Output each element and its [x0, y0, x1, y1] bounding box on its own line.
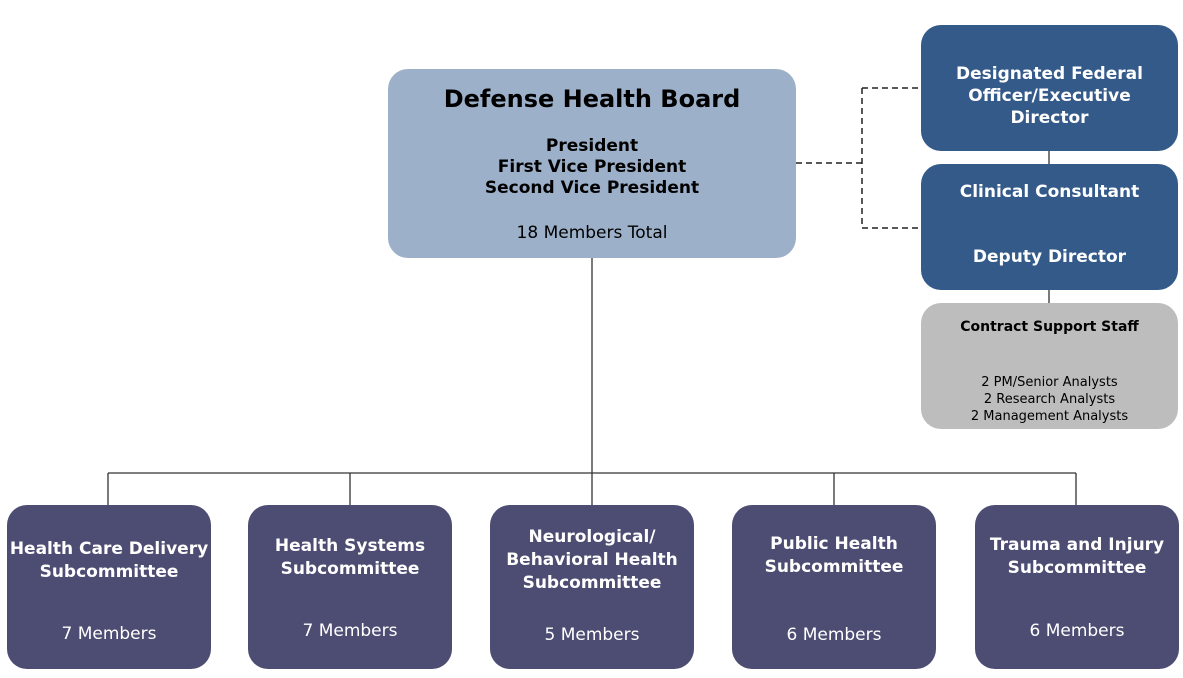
deputy-director-label: Deputy Director — [972, 247, 1127, 267]
dfo-line-1: Designated Federal — [956, 64, 1143, 84]
subcommittee-trauma-and-injury: Trauma and Injury Subcommittee 6 Members — [975, 505, 1179, 669]
subcommittee-members: 6 Members — [786, 625, 882, 645]
dashed-connector — [796, 87, 921, 229]
contract-role-2: 2 Research Analysts — [983, 392, 1116, 407]
contract-support-title: Contract Support Staff — [960, 319, 1139, 335]
subcommittee-public-health: Public Health Subcommittee 6 Members — [732, 505, 936, 669]
clinical-consultant-label: Clinical Consultant — [959, 182, 1140, 202]
contract-support-staff-box: Contract Support Staff 2 PM/Senior Analy… — [921, 303, 1178, 429]
board-officers: President First Vice President Second Vi… — [388, 136, 796, 199]
subcommittee-members: 5 Members — [544, 625, 640, 645]
subcommittee-name: Trauma and Injury Subcommittee — [989, 535, 1165, 578]
contract-support-roles: 2 PM/Senior Analysts 2 Research Analysts… — [921, 374, 1178, 425]
officer-second-vice-president: Second Vice President — [484, 178, 700, 198]
dfo-title: Designated Federal Officer/Executive Dir… — [921, 63, 1178, 129]
subcommittee-name: Public Health Subcommittee — [764, 534, 904, 577]
designated-federal-officer-box: Designated Federal Officer/Executive Dir… — [921, 25, 1178, 151]
officer-first-vice-president: First Vice President — [497, 157, 687, 177]
subcommittee-health-systems: Health Systems Subcommittee 7 Members — [248, 505, 452, 669]
subcommittee-neurological-behavioral-health: Neurological/ Behavioral Health Subcommi… — [490, 505, 694, 669]
officer-president: President — [545, 136, 639, 156]
contract-role-3: 2 Management Analysts — [970, 409, 1129, 424]
subcommittee-name: Health Systems Subcommittee — [274, 536, 426, 579]
deputy-director-box: Clinical Consultant Deputy Director — [921, 164, 1178, 290]
dfo-line-2: Officer/Executive — [968, 86, 1131, 106]
subcommittee-name: Health Care Delivery Subcommittee — [9, 539, 209, 582]
defense-health-board-box: Defense Health Board President First Vic… — [388, 69, 796, 258]
dfo-line-3: Director — [1010, 108, 1089, 128]
board-title: Defense Health Board — [443, 85, 741, 113]
subcommittee-members: 7 Members — [61, 624, 157, 644]
board-members-total: 18 Members Total — [516, 223, 668, 243]
subcommittee-name: Neurological/ Behavioral Health Subcommi… — [506, 527, 678, 593]
subcommittee-health-care-delivery: Health Care Delivery Subcommittee 7 Memb… — [7, 505, 211, 669]
subcommittee-members: 6 Members — [1029, 621, 1125, 641]
contract-role-1: 2 PM/Senior Analysts — [981, 375, 1118, 390]
subcommittee-members: 7 Members — [302, 621, 398, 641]
